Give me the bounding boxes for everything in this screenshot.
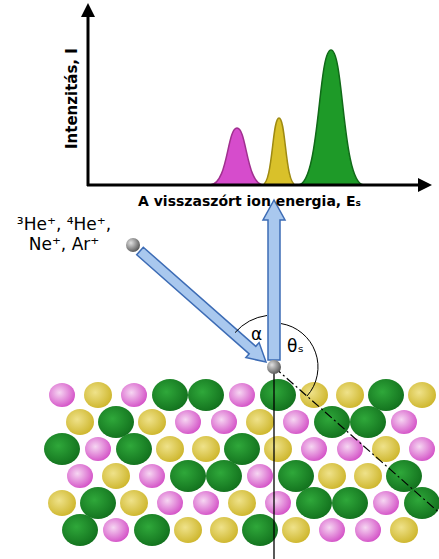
atom [373, 491, 399, 515]
atom [210, 517, 238, 543]
atom [282, 517, 310, 543]
atom [85, 437, 111, 461]
atom [409, 437, 435, 461]
atom [170, 460, 206, 492]
x-axis [87, 184, 420, 187]
atom [318, 463, 346, 489]
peak-yellow [262, 118, 296, 185]
y-axis [87, 14, 90, 186]
atom [337, 437, 363, 461]
ion-ball [126, 238, 140, 252]
incidence-extension [274, 367, 439, 519]
atom [157, 491, 183, 515]
atom [283, 410, 309, 434]
atom [332, 487, 368, 519]
atom [391, 410, 417, 434]
atom [229, 383, 255, 407]
atom [175, 410, 201, 434]
atom [174, 517, 202, 543]
atom [138, 409, 166, 435]
peak-green [298, 50, 364, 185]
atom [66, 409, 94, 435]
atom [336, 382, 364, 408]
atom [192, 436, 220, 462]
atom [116, 433, 152, 465]
atom [247, 464, 273, 488]
atom [102, 463, 130, 489]
atom [152, 379, 188, 411]
atom [264, 436, 292, 462]
atom [386, 460, 422, 492]
atom [278, 460, 314, 492]
theta-label: θₛ [287, 336, 304, 356]
x-axis-label: A visszaszórt ion energia, Eₛ [138, 193, 361, 210]
atom [139, 464, 165, 488]
atom [408, 382, 436, 408]
theta-arc [281, 324, 318, 397]
atom [260, 379, 296, 411]
atom [121, 383, 147, 407]
atom [67, 464, 93, 488]
atom [156, 436, 184, 462]
atom [319, 518, 345, 542]
atom [404, 487, 439, 519]
scattered-beam [263, 200, 285, 360]
atom [134, 514, 170, 546]
alpha-label: α [251, 324, 262, 344]
atom [44, 433, 80, 465]
atom [314, 406, 350, 438]
atom [224, 433, 260, 465]
atom [265, 491, 291, 515]
atom [350, 406, 386, 438]
atom [296, 487, 332, 519]
atom [368, 379, 404, 411]
y-axis-label: Intenzitás, I [63, 53, 81, 149]
atom [390, 517, 418, 543]
atom [103, 518, 129, 542]
atom [354, 463, 382, 489]
atom [301, 437, 327, 461]
atom [48, 490, 76, 516]
atom [372, 436, 400, 462]
atom [188, 379, 224, 411]
atom [206, 460, 242, 492]
atom [211, 410, 237, 434]
surface-atoms [44, 379, 439, 546]
atom [49, 383, 75, 407]
atom [98, 406, 134, 438]
y-axis-arrowhead [81, 3, 95, 17]
atom [355, 518, 381, 542]
atom [246, 409, 274, 435]
atom [84, 382, 112, 408]
atom [242, 514, 278, 546]
atom [228, 490, 256, 516]
ion-ball [267, 360, 281, 374]
atom [193, 491, 219, 515]
x-axis-arrowhead [418, 178, 432, 192]
atom [120, 490, 148, 516]
ion-beams [126, 200, 439, 559]
atom [80, 487, 116, 519]
incident-beam [137, 247, 266, 362]
ion-species-label: ³He⁺, ⁴He⁺, Ne⁺, Ar⁺ [8, 214, 120, 255]
atom [62, 514, 98, 546]
peak-magenta [210, 128, 264, 185]
